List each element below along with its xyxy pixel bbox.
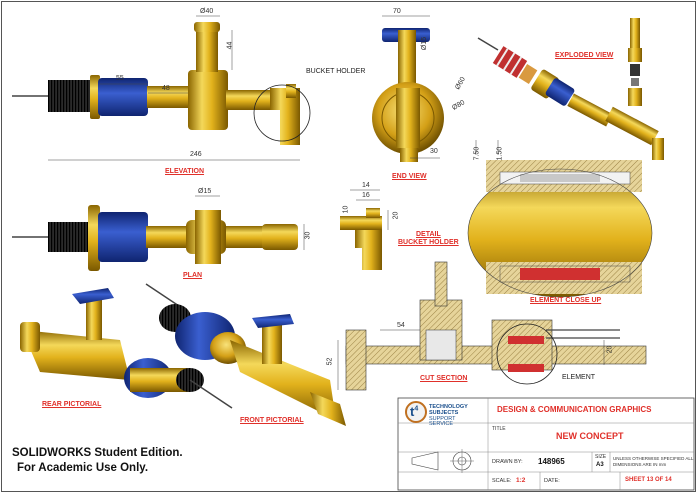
subject-title: DESIGN & COMMUNICATION GRAPHICS	[497, 405, 652, 414]
dim-ecu-750: 7.50	[473, 146, 481, 161]
org-line3: SUPPORT	[429, 416, 456, 422]
front-pictorial-view	[145, 283, 346, 426]
label-front-pictorial: FRONT PICTORIAL	[240, 417, 304, 424]
size-label: SIZE	[595, 454, 607, 460]
dim-cut-52: 52	[326, 357, 334, 366]
title-block	[397, 397, 695, 491]
dim-elev-48: 48	[162, 85, 170, 92]
dim-plan-dia15: Ø15	[198, 188, 212, 195]
org-line2: SUBJECTS	[429, 410, 459, 416]
exploded-view	[477, 18, 664, 160]
logo-letter: t	[410, 404, 415, 419]
dim-end-70: 70	[393, 8, 401, 15]
dim-cut-20: 20	[606, 345, 614, 354]
student-edition-watermark: SOLIDWORKS Student Edition. For Academic…	[12, 446, 183, 476]
label-detail-line1: DETAIL	[416, 231, 441, 238]
size-value: A3	[596, 462, 604, 468]
watermark-line1: SOLIDWORKS Student Edition.	[12, 447, 183, 459]
callout-bucket-holder: BUCKET HOLDER	[306, 68, 366, 75]
dim-detail-16: 16	[362, 192, 370, 199]
title-value: NEW CONCEPT	[556, 431, 624, 441]
dim-elev-44: 44	[226, 41, 234, 50]
drawn-by-value: 148965	[538, 457, 565, 466]
label-cut-section: CUT SECTION	[420, 375, 468, 382]
watermark-line2: For Academic Use Only.	[17, 462, 149, 474]
element-close-up-view	[467, 140, 653, 298]
logo-superscript: 4	[414, 405, 419, 413]
logo-mark: t4	[410, 404, 418, 419]
end-view	[372, 15, 444, 162]
scale-label: SCALE:	[492, 478, 512, 484]
dim-elev-55: 55	[116, 75, 124, 82]
dim-elev-246: 246	[190, 151, 202, 158]
dim-elev-dia40: Ø40	[200, 8, 214, 15]
callout-element: ELEMENT	[562, 374, 596, 381]
detail-bucket-holder	[340, 189, 389, 270]
label-element-close-up: ELEMENT CLOSE UP	[530, 297, 602, 304]
date-label: DATE:	[544, 478, 560, 484]
dim-ecu-150: 1.50	[496, 146, 504, 161]
rear-pictorial-view	[20, 288, 233, 409]
dim-end-dia15: Ø15	[421, 36, 429, 51]
org-line1: TECHNOLOGY	[429, 404, 468, 410]
scale-value: 1:2	[516, 477, 526, 484]
elevation-view	[12, 15, 311, 161]
dim-plan-30: 30	[304, 231, 312, 240]
dim-detail-14: 14	[362, 182, 370, 189]
label-detail-line2: BUCKET HOLDER	[398, 239, 459, 246]
label-plan: PLAN	[183, 272, 203, 279]
org-line4: SERVICE	[429, 421, 454, 427]
units-note-line1: UNLESS OTHERWISE SPECIFIED ALL	[613, 456, 694, 461]
label-end-view: END VIEW	[392, 173, 427, 180]
dim-detail-20: 20	[392, 211, 400, 220]
label-elevation: ELEVATION	[165, 168, 205, 175]
logo-circle	[405, 401, 427, 423]
dim-end-30: 30	[430, 148, 438, 155]
sheet-number: SHEET 13 OF 14	[625, 477, 672, 483]
dim-detail-10: 10	[342, 205, 350, 214]
drawn-by-label: DRAWN BY:	[492, 459, 523, 465]
label-rear-pictorial: REAR PICTORIAL	[42, 401, 102, 408]
plan-view	[12, 195, 305, 271]
units-note-line2: DIMENSIONS ARE IN mm	[613, 462, 667, 467]
cut-section-view	[337, 261, 647, 391]
dim-cut-54: 54	[397, 322, 405, 329]
label-exploded-view: EXPLODED VIEW	[555, 52, 614, 59]
title-label: TITLE	[492, 426, 506, 432]
